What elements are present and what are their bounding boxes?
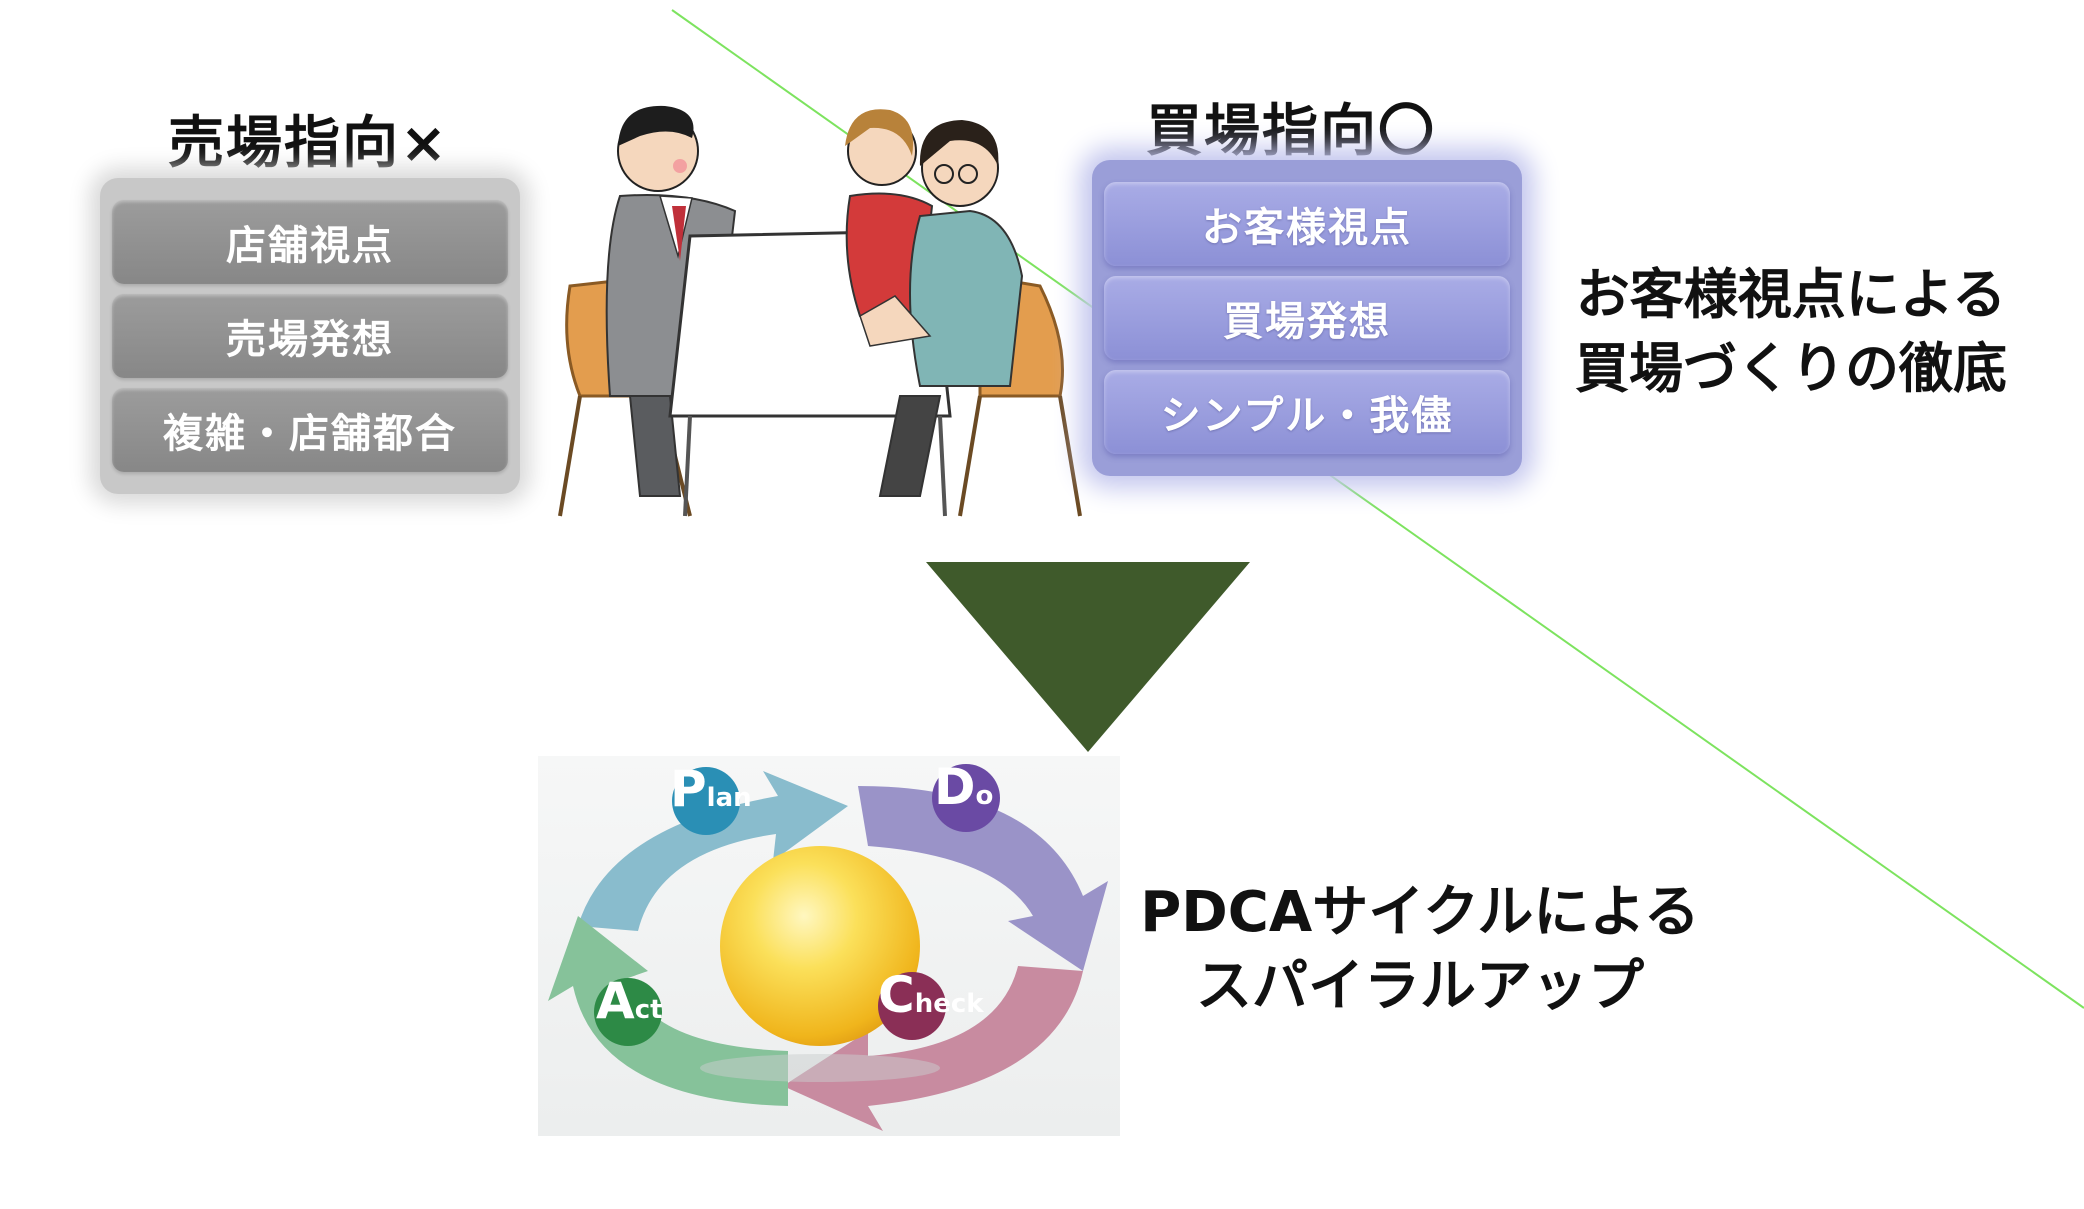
plan-rest: lan [706,783,752,813]
do-label: Do [934,758,1034,816]
pdca-spiral-statement: PDCAサイクルによる スパイラルアップ [1140,876,1700,1024]
plan-initial: P [670,760,707,818]
plan-arrow [578,771,848,931]
sales-floor-orientation-list: 店舗視点 売場発想 複雑・店舗都合 [100,178,520,494]
center-sphere [720,846,920,1046]
customer-view-statement-line1: お客様視点による [1575,263,2007,326]
buying-floor-orientation-list: お客様視点 買場発想 シンプル・我儘 [1092,160,1522,476]
customer-view-statement: お客様視点による 買場づくりの徹底 [1556,258,2026,406]
sales-floor-orientation-heading: 売場指向× [168,111,449,176]
act-rest: ct [634,995,663,1025]
check-arrow [783,966,1083,1131]
check-rest: heck [914,989,984,1019]
act-label: Act [596,972,696,1030]
right-item-customer-view: お客様視点 [1104,182,1510,266]
do-initial: D [934,758,976,816]
plan-label: Plan [670,760,800,818]
buying-floor-orientation-heading: 買場指向〇 [1146,99,1436,164]
customer-view-statement-line2: 買場づくりの徹底 [1575,337,2007,400]
pdca-spiral-statement-line2: スパイラルアップ [1196,954,1644,1019]
check-initial: C [878,966,915,1024]
do-rest: o [975,781,994,811]
right-item-buying-floor-idea: 買場発想 [1104,276,1510,360]
left-item-complex-store-convenience: 複雑・店舗都合 [112,388,508,472]
left-item-store-view: 店舗視点 [112,200,508,284]
down-arrow [926,562,1250,752]
customer-meeting-illustration [558,105,1082,517]
check-label: Check [878,966,1038,1024]
act-initial: A [596,972,635,1030]
pdca-cycle-diagram: Plan Do Check Act [538,756,1120,1136]
left-item-sales-floor-idea: 売場発想 [112,294,508,378]
pdca-cycle-graphic [548,764,1108,1131]
act-arrow [548,916,788,1106]
pdca-spiral-statement-line1: PDCAサイクルによる [1140,880,1700,945]
right-item-simple-selfish: シンプル・我儘 [1104,370,1510,454]
do-arrow [858,786,1108,971]
